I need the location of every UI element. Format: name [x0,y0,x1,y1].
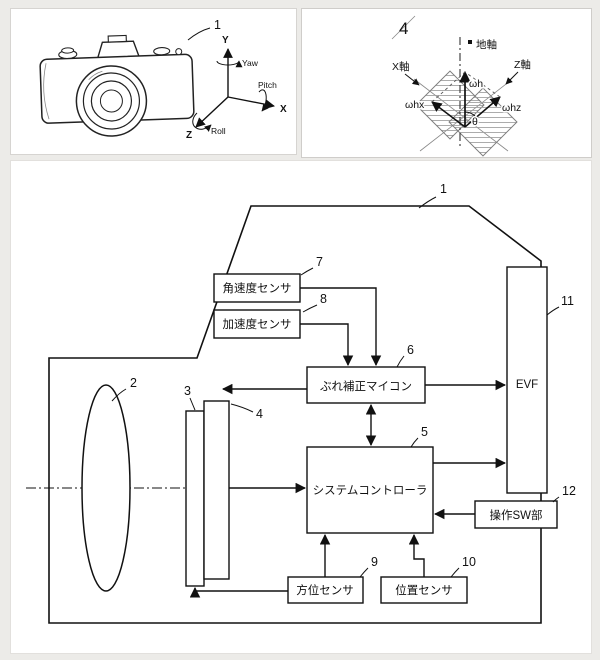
ref-label-azimuth: 9 [371,555,378,569]
ref-label-stabilizer: 4 [256,407,263,421]
hot-shoe [107,34,127,43]
ref-label-body: 1 [214,18,221,32]
connections [189,287,507,598]
arrow-position-to-sysctrl [408,533,425,577]
omega-hx-label: ωhx [405,99,425,111]
axis-diagram: 4 地軸 X軸 Z軸 ωh [391,15,532,157]
earth-axis-marker [468,40,472,44]
omega-hz-label: ωhz [502,102,521,114]
block-evf [506,266,548,494]
camera-body-outline [48,205,542,624]
operation-sw-label: 操作SW部 [489,508,542,522]
ref-label-evf: 11 [561,294,574,308]
ref-leader-body [418,196,437,209]
x-axis-label: X軸 [392,60,410,73]
earth-axis-label: 地軸 [476,38,497,51]
ref-leader-lens [111,388,127,402]
axis-decomposition-panel: 4 地軸 X軸 Z軸 ωh [301,8,592,158]
block-diagram: 1 2 3 4 角速度センサ 7 加速度センサ 8 [26,182,576,624]
roll-label: Roll [211,126,226,136]
block-position-sensor [380,576,468,604]
angular-velocity-vectors: ωh ωhx ωhz θ [404,70,523,130]
ref-leader-shutter [189,397,196,411]
lens-ellipse [81,384,131,592]
z-axis-label: Z軸 [514,58,531,71]
block-gyro-sensor [213,273,301,303]
lens-barrel [75,65,148,137]
ref-label-shutter: 3 [184,384,191,398]
arrow-lower-to-shutter-unit [189,586,288,598]
accel-sensor-label: 加速度センサ [223,317,292,331]
ref-label-blur-mcu: 6 [407,343,414,357]
axis-label-x: X [280,104,287,115]
axis-label-y: Y [222,35,229,46]
yaw-label: Yaw [242,58,259,68]
yaw-rotation-arrow [216,60,243,68]
ref-label-gyro: 7 [316,255,323,269]
camera-axes: Y X Z Yaw Pitch Roll [186,35,287,141]
omega-hx-vector [431,101,466,128]
shutter-dial [153,47,171,56]
pitch-label: Pitch [258,80,277,90]
roll-rotation-arrow [192,112,212,132]
blur-mcu-label: ぶれ補正マイコン [320,380,412,393]
pitch-rotation-arrow [258,89,269,112]
theta-arc [464,111,476,117]
block-diagram-panel: 1 2 3 4 角速度センサ 7 加速度センサ 8 [10,160,592,654]
camera-photo-panel: 1 Y X Z Yaw Pitch Roll [10,8,297,155]
ref-label-system-controller: 5 [421,425,428,439]
block-operation-sw [474,500,558,529]
omega-h-label: ωh [469,78,483,90]
ref-label-position: 10 [462,555,476,569]
ref-label-operation-sw: 12 [562,484,576,498]
block-system-controller [306,446,434,534]
evf-label: EVF [516,379,538,391]
camera-illustration: 1 Y X Z Yaw Pitch Roll [39,18,287,141]
block-accel-sensor [213,309,301,339]
axis-label-z: Z [186,130,192,141]
gyro-sensor-label: 角速度センサ [223,281,292,295]
theta-label: θ [472,116,478,128]
azimuth-sensor-label: 方位センサ [296,583,354,597]
shutter-unit [185,410,205,587]
camera-body-drawing [39,34,195,137]
arrow-accel-to-blur-mcu [300,323,354,367]
figure-number: 4 [399,19,408,38]
arrow-gyro-to-blur-mcu [300,287,382,367]
ref-label-body: 1 [440,182,447,196]
position-sensor-label: 位置センサ [395,583,453,597]
ref-label-accel: 8 [320,292,327,306]
block-azimuth-sensor [287,576,364,604]
ref-leader-stabilizer [230,403,254,413]
system-controller-label: システムコントローラ [313,484,428,497]
omega-hz-vector [464,96,501,128]
ref-leader-1 [187,27,211,41]
stabilizer-unit [203,400,230,580]
ref-label-lens: 2 [130,376,137,390]
